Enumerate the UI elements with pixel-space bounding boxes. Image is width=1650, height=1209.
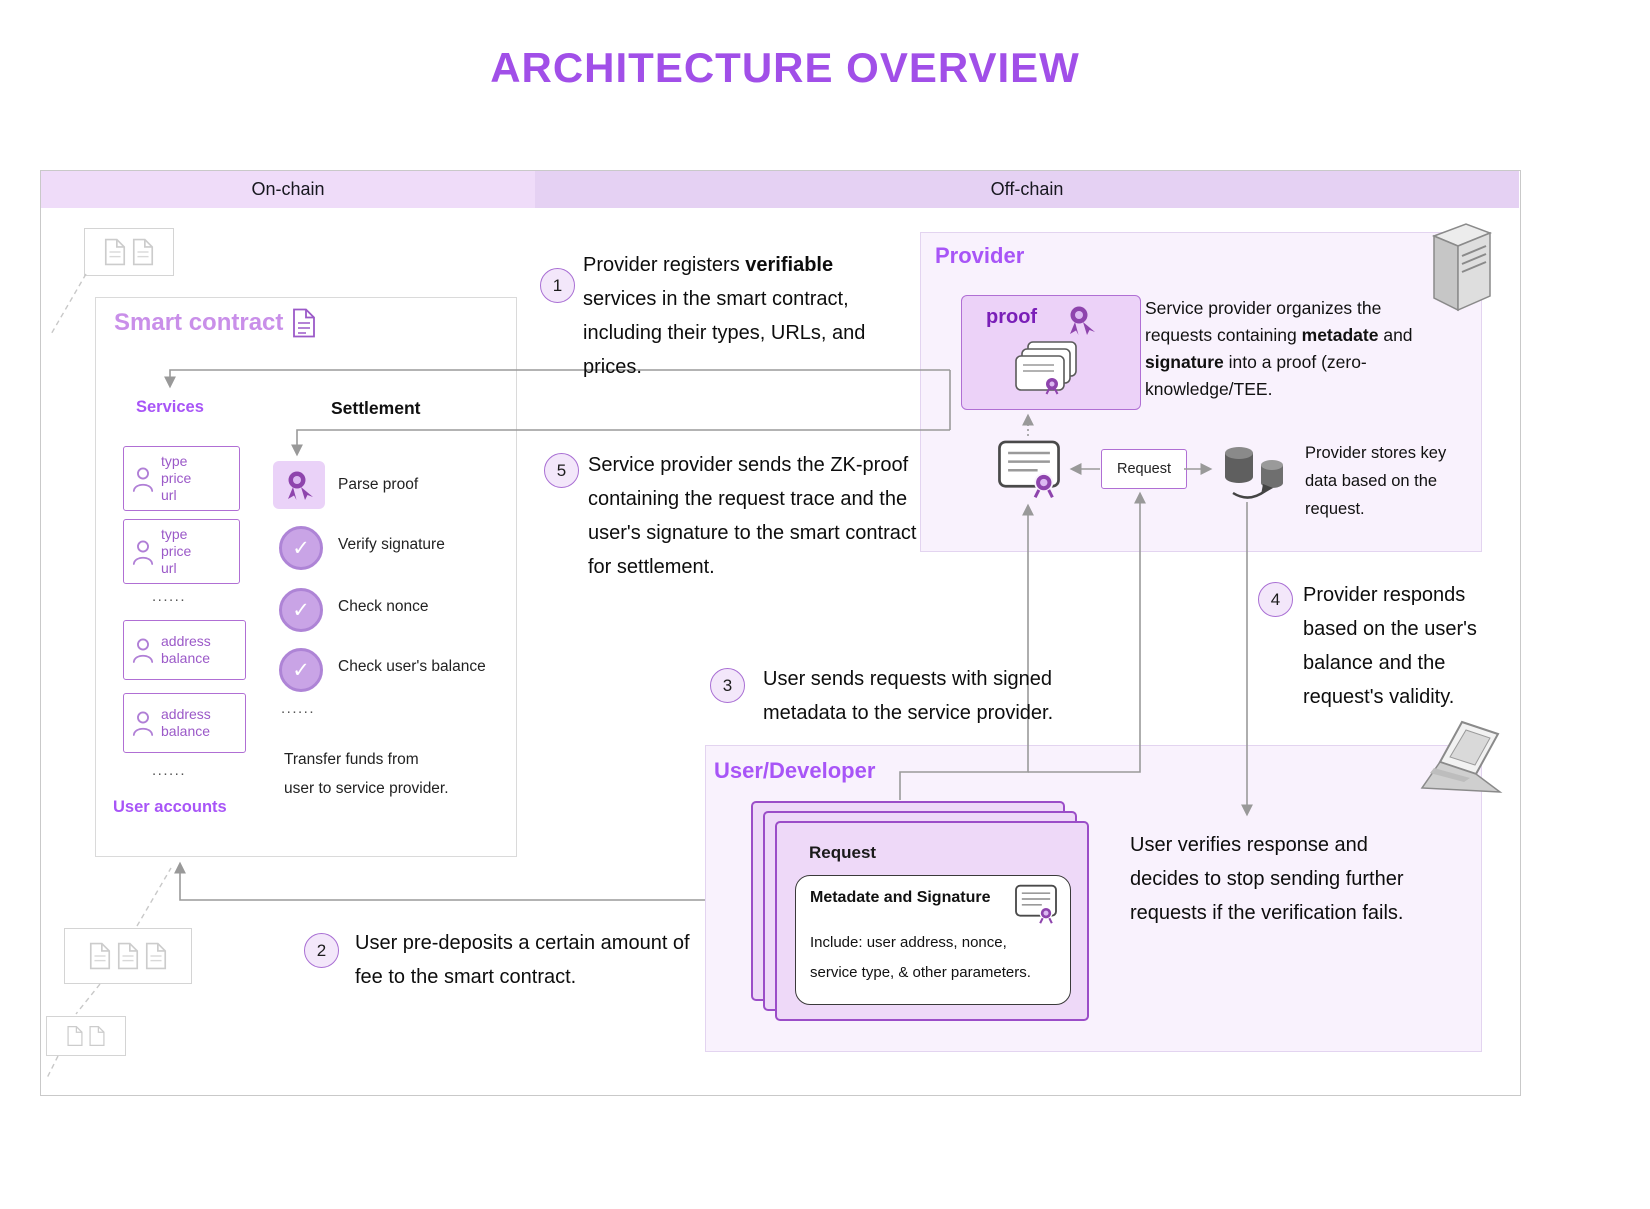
transfer-note: Transfer funds from user to service prov… xyxy=(284,751,449,797)
seal-icon xyxy=(288,471,313,500)
settlement-step-label: Parse proof xyxy=(338,476,419,493)
ellipsis: ...... xyxy=(152,762,187,779)
block-doc-cluster-bottom xyxy=(64,928,192,984)
laptop-icon xyxy=(1420,720,1503,793)
verify-note: User verifies response and decides to st… xyxy=(1130,834,1404,924)
metadata-title: Metadate and Signature xyxy=(810,889,991,906)
certificate-icon xyxy=(1015,884,1057,924)
document-icon xyxy=(145,942,167,970)
proof-box: proof xyxy=(961,295,1141,410)
certificate-icon xyxy=(998,440,1060,498)
document-icon xyxy=(117,942,139,970)
step-badge-4: 4 xyxy=(1258,582,1293,617)
settlement-step-label: Check user's balance xyxy=(338,658,486,675)
ellipsis: ...... xyxy=(281,700,316,717)
server-icon xyxy=(1431,223,1493,312)
database-icon xyxy=(1225,447,1283,499)
on-chain-label: On-chain xyxy=(251,179,325,199)
account-box: address balance xyxy=(123,620,246,680)
service-fields: type price url xyxy=(161,526,192,576)
user-developer-box: User/Developer Request Metadate and Sign… xyxy=(705,745,1482,1052)
contract-document-icon xyxy=(293,308,316,338)
smart-contract-title: Smart contract xyxy=(114,308,317,338)
step-text-4: Provider responds based on the user's ba… xyxy=(1303,584,1477,708)
step-text-5: Service provider sends the ZK-proof cont… xyxy=(588,454,917,578)
step-badge-2: 2 xyxy=(304,933,339,968)
page-title: ARCHITECTURE OVERVIEW xyxy=(490,44,1080,91)
proof-label: proof xyxy=(986,306,1038,328)
service-box: type price url xyxy=(123,519,240,584)
settlement-label: Settlement xyxy=(331,398,421,418)
provider-box: Provider proof Service provider organize… xyxy=(920,232,1482,552)
account-fields: address balance xyxy=(161,706,211,739)
check-icon: ✓ xyxy=(279,526,323,570)
person-icon xyxy=(132,711,154,736)
metadata-line: Include: user address, nonce, xyxy=(810,934,1007,951)
ellipsis: ...... xyxy=(152,588,187,605)
step-text-3: User sends requests with signed metadata… xyxy=(763,668,1054,724)
step-text-1: Provider registers verifiable services i… xyxy=(583,254,866,378)
service-fields: type price url xyxy=(161,453,192,503)
user-accounts-label: User accounts xyxy=(113,798,227,816)
provider-title: Provider xyxy=(935,243,1025,268)
proof-documents-icon xyxy=(1015,341,1077,395)
person-icon xyxy=(132,467,154,492)
block-doc-cluster-top xyxy=(84,228,174,276)
document-icon xyxy=(89,1026,105,1046)
check-icon: ✓ xyxy=(279,588,323,632)
person-icon xyxy=(132,540,154,565)
settlement-step-label: Check nonce xyxy=(338,598,429,615)
on-chain-band: On-chain xyxy=(41,171,535,208)
step-text-2: User pre-deposits a certain amount of fe… xyxy=(355,932,690,988)
document-icon xyxy=(89,942,111,970)
request-box: Request xyxy=(1101,449,1187,489)
person-icon xyxy=(132,638,154,663)
off-chain-label: Off-chain xyxy=(990,179,1064,199)
stores-note: Provider stores key data based on the re… xyxy=(1305,444,1447,519)
seal-icon xyxy=(1070,306,1095,335)
metadata-box: Metadate and Signature Include: user add… xyxy=(795,875,1071,1005)
step-badge-5: 5 xyxy=(544,453,579,488)
metadata-line: service type, & other parameters. xyxy=(810,964,1031,981)
off-chain-band: Off-chain xyxy=(535,171,1519,208)
services-label: Services xyxy=(136,398,204,416)
account-box: address balance xyxy=(123,693,246,753)
block-doc-cluster-small xyxy=(46,1016,126,1056)
step-badge-1: 1 xyxy=(540,268,575,303)
step-badge-3: 3 xyxy=(710,668,745,703)
settlement-step-label: Verify signature xyxy=(338,536,445,553)
document-icon xyxy=(132,238,154,266)
service-box: type price url xyxy=(123,446,240,511)
document-icon xyxy=(67,1026,83,1046)
document-icon xyxy=(104,238,126,266)
parse-proof-icon xyxy=(273,461,325,509)
account-fields: address balance xyxy=(161,633,211,666)
request-card-label: Request xyxy=(809,843,877,862)
request-card: Request Metadate and Signature Include: … xyxy=(775,821,1089,1021)
smart-contract-box: Smart contract Services Settlement type … xyxy=(95,297,517,857)
organize-note: Service provider organizes the requests … xyxy=(1145,298,1413,400)
user-developer-title: User/Developer xyxy=(714,758,876,783)
check-icon: ✓ xyxy=(279,648,323,692)
